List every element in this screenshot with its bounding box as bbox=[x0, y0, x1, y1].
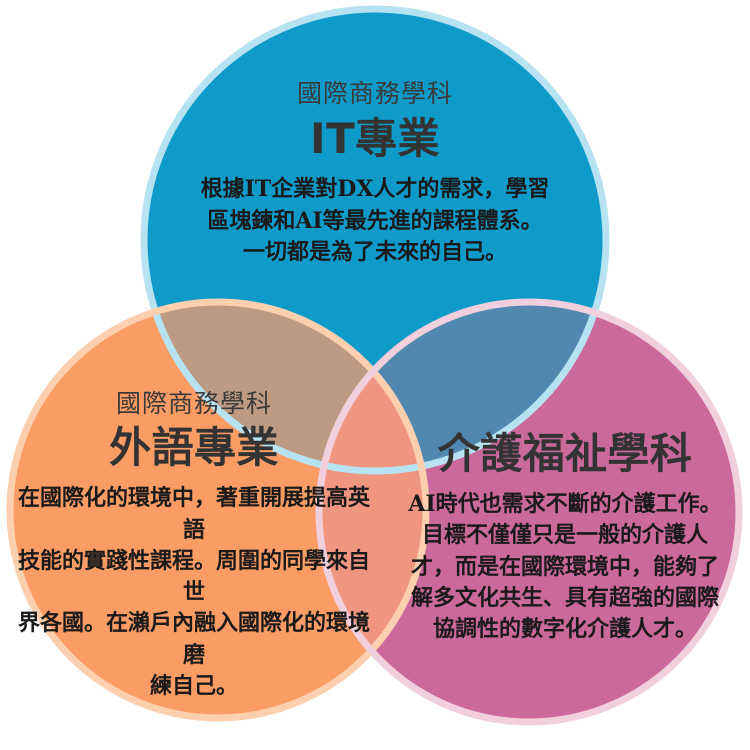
overlap-it-foreign bbox=[144, 302, 426, 471]
overlap-it-care bbox=[319, 302, 606, 471]
circle-care-stroke bbox=[315, 298, 743, 726]
circle-it-stroke bbox=[140, 5, 610, 475]
circle-foreign-stroke bbox=[6, 298, 430, 722]
